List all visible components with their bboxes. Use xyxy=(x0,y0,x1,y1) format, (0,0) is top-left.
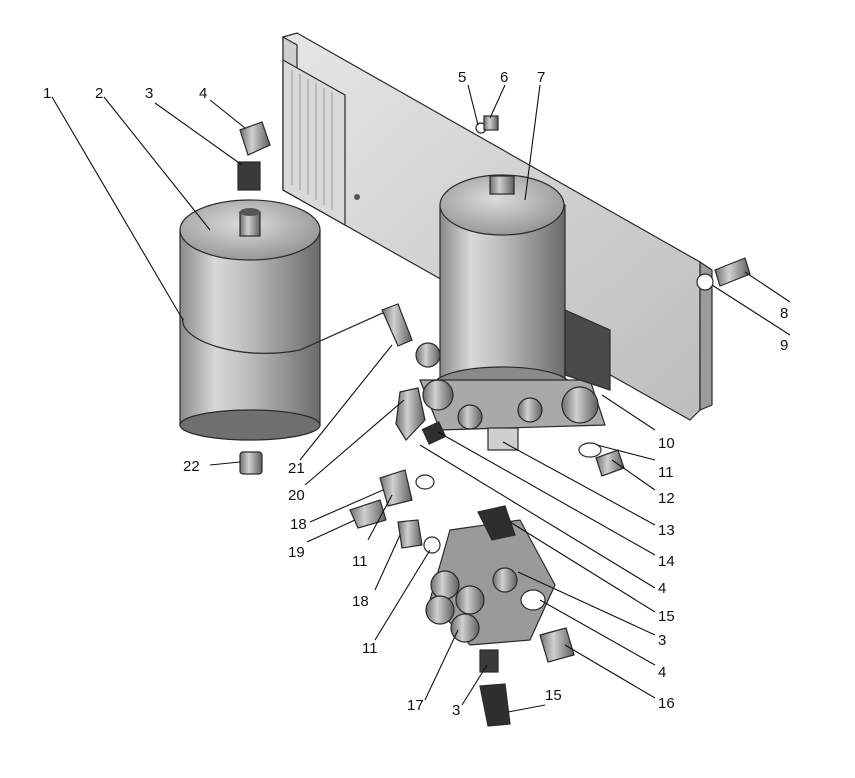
dryer-elbows xyxy=(381,303,426,441)
callout-8: 8 xyxy=(780,305,788,322)
callout-4b: 4 xyxy=(658,580,666,597)
callout-4c: 4 xyxy=(658,664,666,681)
lower-left-fittings xyxy=(349,469,441,554)
protection-valve xyxy=(425,505,556,646)
tank-strap xyxy=(182,311,386,354)
callout-5: 5 xyxy=(458,69,466,86)
dryer-top-fittings xyxy=(475,115,499,134)
callout-3b: 3 xyxy=(658,632,666,649)
callout-7: 7 xyxy=(537,69,545,86)
callout-labels: 1 2 3 4 5 6 7 8 9 10 11 12 13 14 4 15 3 … xyxy=(43,69,788,719)
callout-12: 12 xyxy=(658,490,675,507)
leader-lines xyxy=(51,84,791,713)
dryer-base xyxy=(415,309,611,451)
callout-19: 19 xyxy=(288,544,305,561)
callout-21: 21 xyxy=(288,460,305,477)
callout-13: 13 xyxy=(658,522,675,539)
callout-17: 17 xyxy=(407,697,424,714)
callout-9: 9 xyxy=(780,337,788,354)
callout-3c: 3 xyxy=(452,702,460,719)
callout-3a: 3 xyxy=(145,85,153,102)
receiver-tank xyxy=(179,199,321,441)
callout-11c: 11 xyxy=(362,640,378,657)
callout-10: 10 xyxy=(658,435,675,452)
callout-18b: 18 xyxy=(352,593,369,610)
valve-bottom-fittings xyxy=(479,649,511,727)
callout-16: 16 xyxy=(658,695,675,712)
callout-6: 6 xyxy=(500,69,508,86)
dryer-black-fitting xyxy=(421,421,447,445)
callout-15b: 15 xyxy=(545,687,562,704)
outlet-fitting xyxy=(539,627,575,663)
plug-and-oring xyxy=(578,442,625,477)
callout-20: 20 xyxy=(288,487,305,504)
callout-11b: 11 xyxy=(352,553,368,570)
callout-1: 1 xyxy=(43,85,51,102)
tank-fittings xyxy=(237,121,271,191)
bracket-bolt xyxy=(696,257,751,291)
callout-15a: 15 xyxy=(658,608,675,625)
callout-2: 2 xyxy=(95,85,103,102)
drain-plug xyxy=(239,451,263,475)
callout-11a: 11 xyxy=(658,464,674,481)
air-dryer xyxy=(433,174,571,404)
callout-18a: 18 xyxy=(290,516,307,533)
callout-22: 22 xyxy=(183,458,200,475)
callout-4a: 4 xyxy=(199,85,207,102)
callout-14: 14 xyxy=(658,553,675,570)
